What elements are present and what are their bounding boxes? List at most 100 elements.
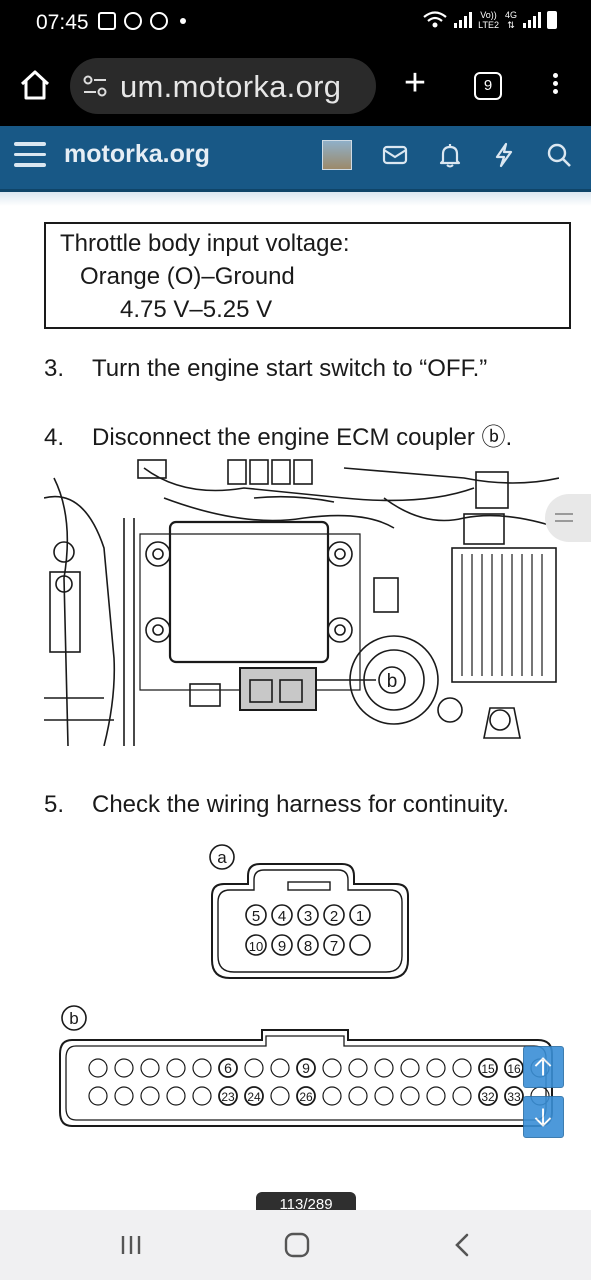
coupler-b-pin — [426, 1086, 446, 1106]
scroll-down-button[interactable] — [523, 1096, 564, 1138]
coupler-b-pin — [374, 1086, 394, 1106]
coupler-b-pin-label: 6 — [224, 1060, 232, 1076]
voltage-title: Throttle body input voltage: — [60, 230, 350, 257]
site-settings-icon[interactable] — [82, 74, 108, 98]
coupler-b-pin — [374, 1058, 394, 1078]
coupler-b-pin-label: 16 — [507, 1062, 521, 1076]
gallery-notification-icon — [98, 12, 116, 30]
coupler-b-pin — [270, 1058, 290, 1078]
coupler-b-label: b — [69, 1009, 78, 1028]
coupler-b-pin — [322, 1058, 342, 1078]
coupler-b-pin — [348, 1058, 368, 1078]
pin-a-top: 4 — [278, 908, 286, 925]
coupler-b-pin — [478, 1058, 498, 1078]
header-shadow — [0, 192, 591, 206]
coupler-b-pin — [400, 1086, 420, 1106]
coupler-b-pin — [140, 1086, 160, 1106]
coupler-b-pin — [218, 1086, 238, 1106]
url-text: um.motorka.org — [120, 69, 342, 104]
notification-icons — [98, 12, 186, 30]
user-avatar[interactable] — [322, 140, 352, 170]
pin-a-top: 2 — [330, 908, 338, 925]
home-icon[interactable] — [18, 68, 52, 102]
coupler-b-pin — [270, 1086, 290, 1106]
pin-a-bottom: 8 — [304, 938, 312, 955]
package-notification-icon — [124, 12, 142, 30]
pin-a-bottom: 9 — [278, 938, 286, 955]
address-bar[interactable]: um.motorka.org — [70, 58, 376, 114]
battery-icon — [547, 11, 557, 29]
hamburger-menu-icon[interactable] — [14, 142, 46, 170]
system-status-icons: Vo)) LTE2 4G ⇅ — [422, 10, 557, 30]
site-title[interactable]: motorka.org — [64, 140, 210, 168]
coupler-b-pin — [296, 1058, 316, 1078]
coupler-b-pin — [322, 1086, 342, 1106]
coupler-b-pin — [400, 1058, 420, 1078]
coupler-b-pin — [244, 1086, 264, 1106]
search-icon[interactable] — [546, 142, 572, 168]
voltage-range: 4.75 V–5.25 V — [120, 296, 273, 323]
step-5: 5.Check the wiring harness for continuit… — [44, 791, 510, 818]
coupler-b-pin — [296, 1086, 316, 1106]
app-notification-icon — [150, 12, 168, 30]
coupler-b-pin — [218, 1058, 238, 1078]
bell-icon[interactable] — [437, 142, 463, 168]
signal-strength-2-icon — [523, 12, 541, 28]
scroll-up-button[interactable] — [523, 1046, 564, 1088]
back-icon[interactable] — [446, 1230, 480, 1260]
coupler-b-pin — [244, 1058, 264, 1078]
step-3: 3.Turn the engine start switch to “OFF.” — [44, 355, 488, 382]
system-navigation-bar — [0, 1210, 591, 1280]
coupler-b-pin-label: 9 — [302, 1060, 310, 1076]
coupler-b-pin-label: 32 — [481, 1090, 495, 1104]
scroll-handle[interactable] — [545, 494, 591, 542]
volte-label: Vo)) LTE2 — [478, 10, 499, 30]
browser-menu-icon[interactable] — [548, 70, 562, 102]
pin-a-bottom: 10 — [249, 939, 263, 954]
coupler-b-pin-label: 33 — [507, 1090, 521, 1104]
lightning-bolt-icon[interactable] — [491, 142, 517, 168]
coupler-b-pin — [88, 1058, 108, 1078]
coupler-b-pin — [140, 1058, 160, 1078]
new-tab-button[interactable]: + — [403, 62, 427, 104]
pin-a-bottom: 7 — [330, 938, 338, 955]
coupler-b-pin — [452, 1058, 472, 1078]
status-bar: 07:45 Vo)) LTE2 4G ⇅ — [0, 0, 591, 46]
recent-apps-icon[interactable] — [114, 1230, 148, 1260]
coupler-a-diagram: a 5 4 3 2 1 10 9 8 7 — [209, 844, 409, 979]
coupler-b-pin-label: 24 — [247, 1090, 261, 1104]
coupler-b-pin — [452, 1086, 472, 1106]
network-type-label: 4G ⇅ — [504, 10, 517, 30]
status-time: 07:45 — [36, 11, 89, 34]
home-nav-icon[interactable] — [280, 1230, 314, 1260]
wifi-icon — [423, 11, 447, 28]
voltage-wire: Orange (O)–Ground — [80, 263, 295, 290]
engine-ecm-diagram: b — [44, 458, 559, 746]
signal-strength-1-icon — [454, 12, 473, 28]
site-header: motorka.org — [0, 126, 591, 192]
engine-callout-label: b — [387, 671, 398, 692]
browser-toolbar: um.motorka.org + 9 — [0, 46, 591, 126]
coupler-b-pin — [192, 1058, 212, 1078]
coupler-b-pin — [166, 1086, 186, 1106]
pin-a-top: 3 — [304, 908, 312, 925]
coupler-b-pin — [114, 1086, 134, 1106]
coupler-b-pin — [114, 1058, 134, 1078]
more-notifications-dot-icon — [180, 18, 186, 24]
inbox-icon[interactable] — [382, 142, 408, 168]
coupler-b-pin-label: 23 — [221, 1090, 235, 1104]
coupler-b-pin — [426, 1058, 446, 1078]
coupler-b-pin-label: 26 — [299, 1090, 313, 1104]
coupler-b-pin — [166, 1058, 186, 1078]
coupler-b-pin — [192, 1086, 212, 1106]
tab-switcher-button[interactable]: 9 — [474, 72, 502, 100]
pin-a-top: 5 — [252, 908, 260, 925]
page-indicator: 113/289 — [256, 1192, 356, 1214]
coupler-b-pin — [88, 1086, 108, 1106]
coupler-b-pin — [348, 1086, 368, 1106]
voltage-spec-box: Throttle body input voltage: Orange (O)–… — [44, 222, 571, 329]
coupler-a-label: a — [217, 848, 227, 867]
coupler-b-pin — [478, 1086, 498, 1106]
step-4: 4.Disconnect the engine ECM coupler ⓑ. — [44, 424, 513, 451]
